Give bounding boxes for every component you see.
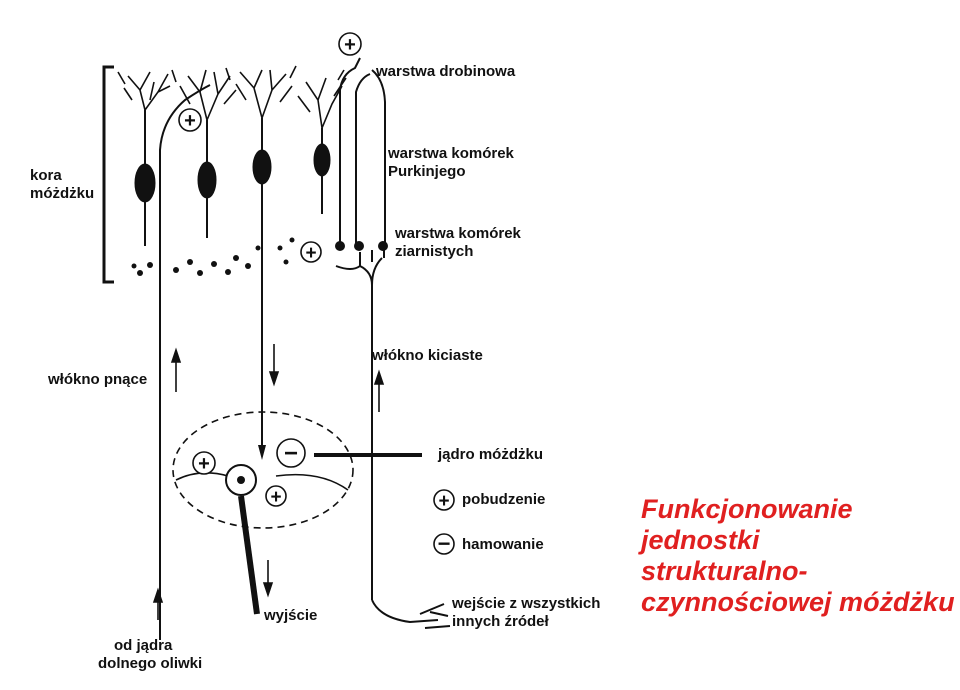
purkinje-cells — [134, 110, 331, 246]
label-pobudzenie: pobudzenie — [462, 491, 545, 508]
label-purkinje-2: Purkinjego — [388, 163, 466, 180]
legend-plus-icon: + — [438, 491, 449, 512]
label-wejscie-2: innych źródeł — [452, 613, 550, 630]
dendritic-trees — [117, 65, 347, 129]
plus-symbol-granule: + — [305, 243, 316, 264]
label-wejscie-1: wejście z wszystkich — [451, 595, 600, 612]
label-warstwa-drobinowa: warstwa drobinowa — [375, 63, 516, 80]
granule-dots — [131, 237, 295, 276]
label-ziarniste-2: ziarnistych — [395, 243, 473, 260]
axon-terminal — [258, 445, 266, 460]
cortex-bracket — [102, 65, 114, 284]
climbing-fiber — [159, 84, 211, 640]
output-axon — [238, 495, 260, 615]
label-od-jadra: od jądra — [114, 637, 173, 654]
plus-symbol-top: + — [344, 34, 356, 56]
label-wlokno-pnace: włókno pnące — [47, 371, 147, 388]
direction-arrows — [152, 344, 385, 620]
plus-symbol-nucleus-right: + — [270, 487, 281, 508]
symbol-circles — [178, 32, 455, 555]
plus-symbol-nucleus-left: + — [198, 453, 210, 475]
label-kora: kora — [30, 167, 62, 184]
label-hamowanie: hamowanie — [462, 536, 544, 553]
slide-title: Funkcjonowanie jednostki strukturalno- c… — [641, 494, 955, 617]
label-mozdzku: móżdżku — [30, 185, 94, 202]
label-dolnego-oliwki: dolnego oliwki — [98, 655, 202, 672]
mossy-fibers — [335, 57, 451, 629]
label-wlokno-kiciaste: włókno kiciaste — [371, 347, 483, 364]
label-ziarniste-1: warstwa komórek — [394, 225, 522, 242]
plus-symbol-climbing: + — [184, 110, 196, 132]
label-jadro-mozdzku: jądro móżdżku — [437, 446, 543, 463]
nucleus-midline — [175, 472, 349, 491]
cerebellar-nucleus-oval — [172, 411, 354, 529]
legend-minus-icon: − — [438, 531, 451, 556]
label-wyjscie: wyjście — [263, 607, 317, 624]
minus-symbol-nucleus: − — [284, 440, 298, 467]
label-purkinje-1: warstwa komórek — [387, 145, 515, 162]
